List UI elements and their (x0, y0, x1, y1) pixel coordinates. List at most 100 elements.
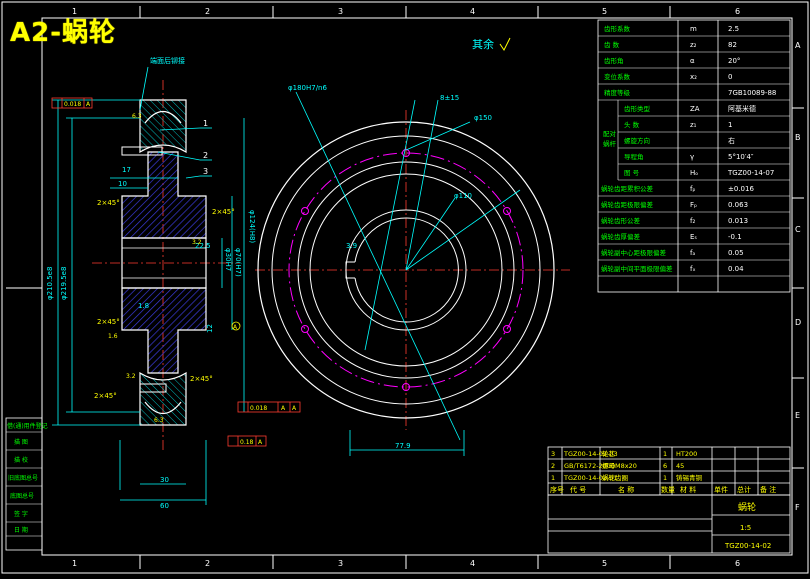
chamfer-3: 2×45° (97, 318, 120, 326)
param-val-r1: 82 (728, 41, 737, 49)
roughness-marks: 6.3 3.2 1.6 3.2 6.3 (108, 113, 202, 424)
dim-mid-1: φ124(H8) (248, 210, 256, 243)
param-name-g1: 头 数 (624, 120, 640, 129)
chamfer-5: 2×45° (190, 375, 213, 383)
param-name-g2: 螺旋方向 (624, 136, 650, 145)
param-sym-r2: α (690, 57, 695, 65)
bolt-lower (139, 383, 167, 393)
param-val-t3: -0.1 (728, 233, 742, 241)
section-label: 端面后铆接 (150, 56, 185, 65)
param-sym-t5: fₓ (690, 265, 696, 273)
bom-h-3: 数量 (661, 485, 675, 494)
chamfer-2: 2×45° (212, 208, 235, 216)
zone-right-b: B (795, 133, 801, 142)
param-val-g4: TGZ00-14-07 (727, 169, 774, 177)
bom-cell-1-4: 45 (676, 462, 684, 470)
bom-h-4: 材 料 (680, 485, 696, 494)
param-name-t2: 蜗轮齿形公差 (601, 216, 641, 225)
pitch-circle (288, 152, 524, 388)
bore (121, 237, 207, 289)
zone-top-5: 5 (602, 7, 607, 16)
svg-text:A: A (292, 405, 297, 412)
front-dims: φ180H7/n6 8±15 φ150 φ110 77.9 3.9 (288, 84, 492, 450)
param-sym-g0: ZA (690, 105, 700, 113)
param-val-t1: 0.063 (728, 201, 748, 209)
lower-rim (139, 371, 187, 426)
bom-cell-0-1: TGZ00-14-02-03 (563, 450, 618, 458)
param-name-r4: 精度等级 (604, 88, 631, 97)
bolt-hole-4 (402, 383, 410, 391)
param-table (597, 19, 791, 293)
bolt-hole-3 (503, 325, 511, 333)
lower-hub (121, 287, 207, 374)
param-sym-g3: γ (690, 153, 694, 161)
param-name-r2: 齿形角 (604, 56, 624, 65)
param-sym-r1: z₂ (690, 41, 697, 49)
upper-rim (139, 99, 187, 154)
rough-4: 3.2 (126, 373, 136, 380)
bom-h-5: 单件 (714, 485, 728, 494)
zone-bot-4: 4 (470, 559, 475, 568)
param-val-t4: 0.05 (728, 249, 744, 257)
svg-text:A: A (258, 439, 263, 446)
zone-top-6: 6 (735, 7, 740, 16)
svg-text:A: A (86, 101, 91, 108)
tol-frame-3: 0.18 A (227, 435, 267, 447)
dim-12: 12 (206, 324, 214, 333)
bom-header: 序号 代 号 名 称 数量 材 料 单件 总计 备 注 (550, 485, 776, 494)
param-sym-r0: m (690, 25, 697, 33)
dim-mid-2: φ70(H7) (234, 248, 242, 277)
datum-a-label: A (233, 324, 238, 331)
param-sym-r3: x₂ (690, 73, 697, 81)
front-leaders (295, 91, 521, 456)
bom-cell-2-1: TGZ00-14-02-01 (563, 474, 618, 482)
zone-bot-1: 1 (72, 559, 77, 568)
param-sym-g1: z₁ (690, 121, 697, 129)
section-view: φ210.5e8 φ219.5e8 φ124(H8) φ70(H7) φ30H7… (46, 56, 301, 510)
param-val-r2: 20° (728, 57, 740, 65)
stamp-5: 签 字 (14, 510, 28, 518)
keyway (345, 261, 355, 279)
rough-2: 3.2 (192, 239, 202, 246)
scale-value: 1:5 (740, 524, 751, 532)
outer-circle (257, 121, 555, 419)
bom-cell-2-0: 1 (551, 474, 555, 482)
bom-cell-2-3: 1 (663, 474, 667, 482)
part-numbers: 1 2 3 (203, 119, 208, 176)
svg-text:A: A (281, 405, 286, 412)
zone-right-f: F (795, 503, 800, 512)
inner-frame (41, 17, 793, 556)
svg-text:0.18: 0.18 (240, 439, 254, 446)
param-name-g3: 导程角 (624, 152, 644, 161)
zone-right-e: E (795, 411, 800, 420)
tol-frame-1: 0.018 A (51, 97, 93, 109)
upper-hub (121, 151, 207, 239)
finish-note: 其余 (472, 37, 494, 51)
dim-1-8: 1.8 (138, 302, 149, 310)
part-name: 蜗轮 (738, 501, 756, 513)
bom-cell-0-2: 轮芯 (602, 449, 616, 458)
param-val-r0: 2.5 (728, 25, 739, 33)
zone-ticks (6, 6, 804, 569)
stamp-3: 旧底图总号 (8, 474, 38, 482)
param-val-g2: 右 (728, 136, 735, 145)
chamfer-4: 2×45° (94, 392, 117, 400)
bore-fit-label: φ180H7/n6 (288, 84, 327, 92)
stamp-2: 描 校 (14, 456, 28, 464)
param-name-t1: 蜗轮齿距极限偏差 (601, 200, 654, 209)
drawing-title: A2-蜗轮 (10, 18, 117, 48)
zone-right-c: C (795, 225, 801, 234)
param-val-g1: 1 (728, 121, 732, 129)
rough-5: 6.3 (154, 417, 164, 424)
bom-cell-1-1: GB/T6172-2000 (564, 462, 615, 470)
bom-h-1: 代 号 (570, 485, 586, 494)
bore-circle (354, 217, 459, 323)
zone-right-d: D (795, 318, 801, 327)
datum-a-marker (231, 321, 241, 331)
zone-bot-3: 3 (338, 559, 343, 568)
bolt-holes (301, 149, 511, 391)
